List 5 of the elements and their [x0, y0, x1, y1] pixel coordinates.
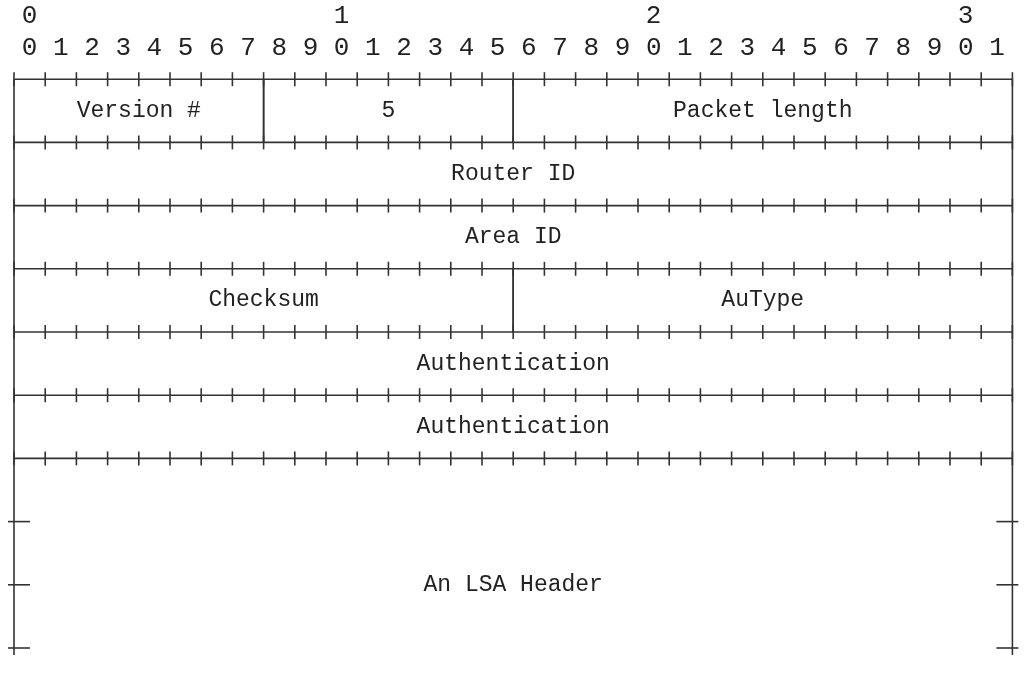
bit-number: 3	[957, 1, 974, 31]
bit-number: 2	[645, 1, 662, 31]
bit-number: 0	[21, 1, 38, 31]
bit-number: 1	[333, 1, 350, 31]
bit-ruler: 0 1 2 3 4 5 6 7 8 9 0 1 2 3 4 5 6 7 8 9 0 1 2 3 4 5 6 7 8 9 0 1	[21, 32, 1005, 63]
